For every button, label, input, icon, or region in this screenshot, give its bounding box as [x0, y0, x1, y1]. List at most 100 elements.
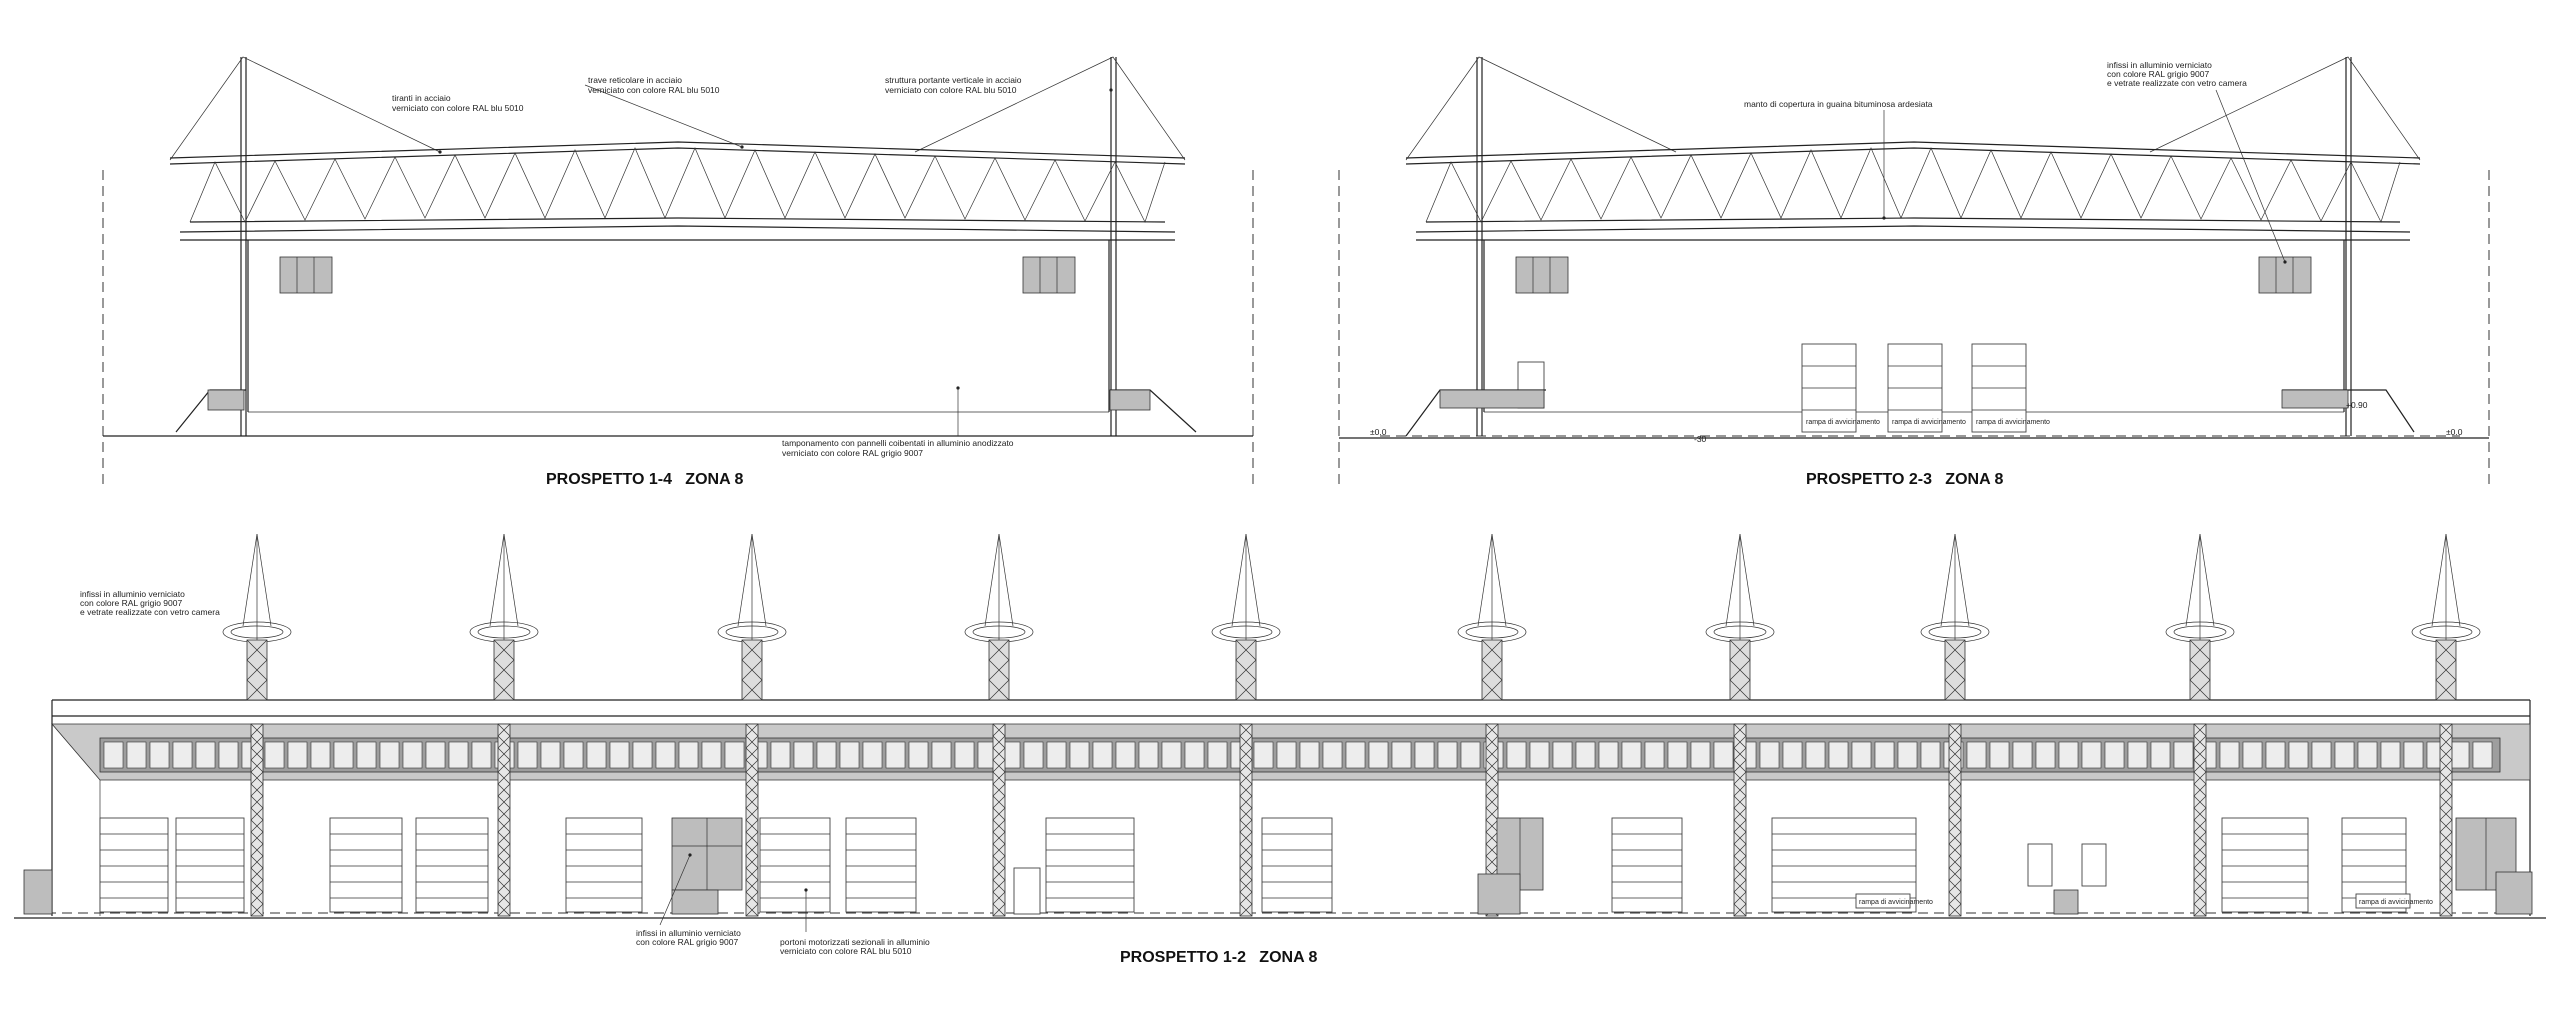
note-cladding-line1: tamponamento con pannelli coibentati in … — [782, 438, 1014, 448]
clerestory-pane — [1598, 741, 1619, 769]
clerestory-pane — [103, 741, 124, 769]
clerestory-pane — [2357, 741, 2378, 769]
note-frames-line3: e vetrate realizzate con vetro camera — [2107, 78, 2247, 88]
mast — [1457, 533, 1527, 917]
sectional-door — [99, 817, 169, 913]
title-elevation-1-4: PROSPETTO 1-4 ZONA 8 — [546, 471, 743, 488]
clerestory-pane — [724, 741, 745, 769]
sectional-door — [1261, 817, 1333, 913]
note-doors-line1: portoni motorizzati sezionali in allumin… — [780, 937, 930, 947]
clerestory-pane — [2173, 741, 2194, 769]
clerestory-pane — [2449, 741, 2470, 769]
clerestory-window-strip — [103, 741, 2493, 769]
clerestory-pane — [1276, 741, 1297, 769]
title-elevation-2-3: PROSPETTO 2-3 ZONA 8 — [1806, 471, 2003, 488]
clerestory-pane — [379, 741, 400, 769]
clerestory-pane — [195, 741, 216, 769]
clerestory-pane — [908, 741, 929, 769]
clerestory-pane — [2219, 741, 2240, 769]
clerestory-pane — [1414, 741, 1435, 769]
clerestory-pane — [2012, 741, 2033, 769]
clerestory-pane — [1253, 741, 1274, 769]
clerestory-pane — [1046, 741, 1067, 769]
clerestory-pane — [678, 741, 699, 769]
clerestory-pane — [149, 741, 170, 769]
door-label-3: rampa di avvicinamento — [1976, 419, 2050, 426]
level-mid: -30 — [1694, 434, 1707, 444]
elevation-1-4: tiranti in acciaio verniciato con colore… — [102, 56, 1254, 490]
elevation-1-2: rampa di avvicinamento rampa di avvicina… — [14, 533, 2546, 966]
note-frames-top-line3: e vetrate realizzate con vetro camera — [80, 607, 220, 617]
clerestory-pane — [1621, 741, 1642, 769]
clerestory-pane — [2334, 741, 2355, 769]
clerestory-pane — [1368, 741, 1389, 769]
sectional-door — [565, 817, 643, 913]
clerestory-pane — [2472, 741, 2493, 769]
clerestory-pane — [2058, 741, 2079, 769]
clerestory-pane — [425, 741, 446, 769]
clerestory-pane — [2242, 741, 2263, 769]
note-cladding-line2: verniciato con colore RAL grigio 9007 — [782, 448, 923, 458]
clerestory-pane — [1989, 741, 2010, 769]
note-frames-line2: con colore RAL grigio 9007 — [2107, 69, 2209, 79]
clerestory-pane — [1460, 741, 1481, 769]
sectional-door — [2221, 817, 2309, 913]
clerestory-pane — [1874, 741, 1895, 769]
clerestory-pane — [563, 741, 584, 769]
clerestory-pane — [264, 741, 285, 769]
structural-masts — [222, 533, 2481, 917]
clerestory-pane — [448, 741, 469, 769]
clerestory-pane — [218, 741, 239, 769]
mast — [1211, 533, 1281, 917]
mast — [964, 533, 1034, 917]
mast — [469, 533, 539, 917]
door-label-1: rampa di avvicinamento — [1806, 419, 1880, 426]
note-structure-line2: verniciato con colore RAL blu 5010 — [885, 85, 1017, 95]
clerestory-pane — [2104, 741, 2125, 769]
clerestory-pane — [655, 741, 676, 769]
clerestory-pane — [816, 741, 837, 769]
sectional-doors — [1801, 343, 2027, 433]
clerestory-pane — [540, 741, 561, 769]
note-frames-bottom-line1: infissi in alluminio verniciato — [636, 928, 741, 938]
clerestory-pane — [1529, 741, 1550, 769]
sectional-door — [759, 817, 831, 913]
ramp-label-2: rampa di avvicinamento — [2359, 899, 2433, 906]
clerestory-pane — [1782, 741, 1803, 769]
clerestory-pane — [2311, 741, 2332, 769]
clerestory-pane — [1437, 741, 1458, 769]
level-left: ±0.0 — [1370, 427, 1387, 437]
clerestory-pane — [609, 741, 630, 769]
clerestory-pane — [1069, 741, 1090, 769]
clerestory-pane — [1644, 741, 1665, 769]
clerestory-pane — [770, 741, 791, 769]
sectional-door — [175, 817, 245, 913]
clerestory-pane — [1667, 741, 1688, 769]
note-frames-top-line1: infissi in alluminio verniciato — [80, 589, 185, 599]
clerestory-pane — [126, 741, 147, 769]
sectional-door — [1045, 817, 1135, 913]
note-truss-line2: verniciato con colore RAL blu 5010 — [588, 85, 720, 95]
mast — [2165, 533, 2235, 917]
clerestory-pane — [1138, 741, 1159, 769]
clerestory-pane — [1690, 741, 1711, 769]
clerestory-pane — [1115, 741, 1136, 769]
clerestory-pane — [2403, 741, 2424, 769]
sectional-door — [415, 817, 489, 913]
clerestory-pane — [1391, 741, 1412, 769]
sectional-door — [329, 817, 403, 913]
clerestory-pane — [632, 741, 653, 769]
clerestory-pane — [1966, 741, 1987, 769]
mast — [1920, 533, 1990, 917]
clerestory-pane — [517, 741, 538, 769]
note-roofing: manto di copertura in guaina bituminosa … — [1744, 99, 1933, 109]
mast — [222, 533, 292, 917]
note-frames-top-line2: con colore RAL grigio 9007 — [80, 598, 182, 608]
mast — [2411, 533, 2481, 917]
level-step: +0.90 — [2346, 400, 2368, 410]
sectional-door — [845, 817, 917, 913]
clerestory-pane — [1713, 741, 1734, 769]
clerestory-pane — [885, 741, 906, 769]
clerestory-pane — [1299, 741, 1320, 769]
